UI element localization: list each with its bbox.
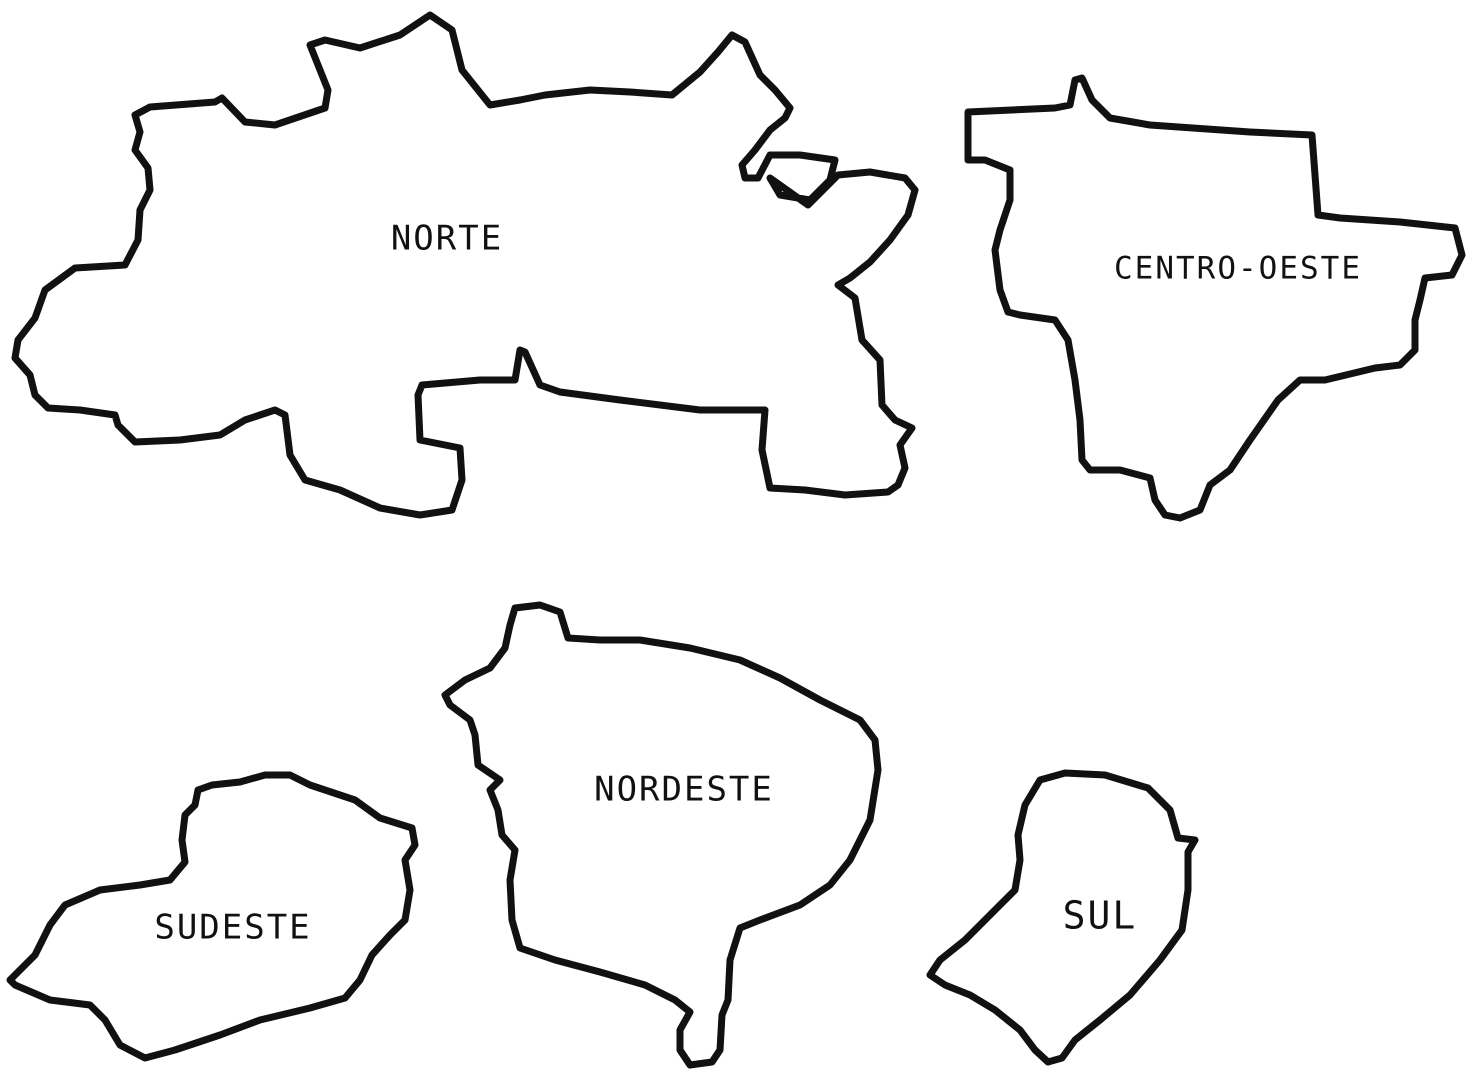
region-sul: SUL (926, 769, 1199, 1066)
region-sudeste: SUDESTE (6, 771, 419, 1062)
region-sul-label: SUL (1063, 894, 1138, 938)
region-nordeste-label: NORDESTE (594, 770, 774, 810)
region-centro-oeste: CENTRO-OESTE (964, 74, 1466, 522)
region-nordeste-shape (441, 601, 882, 1069)
region-norte-shape (11, 11, 919, 519)
region-centro-oeste-label: CENTRO-OESTE (1114, 251, 1362, 287)
region-sul-shape (926, 769, 1199, 1066)
region-centro-oeste-shape (964, 74, 1466, 522)
region-norte-label: NORTE (391, 219, 503, 259)
region-sudeste-shape (6, 771, 419, 1062)
region-nordeste: NORDESTE (441, 601, 882, 1069)
region-norte: NORTE (11, 11, 919, 519)
region-sudeste-label: SUDESTE (154, 908, 311, 948)
